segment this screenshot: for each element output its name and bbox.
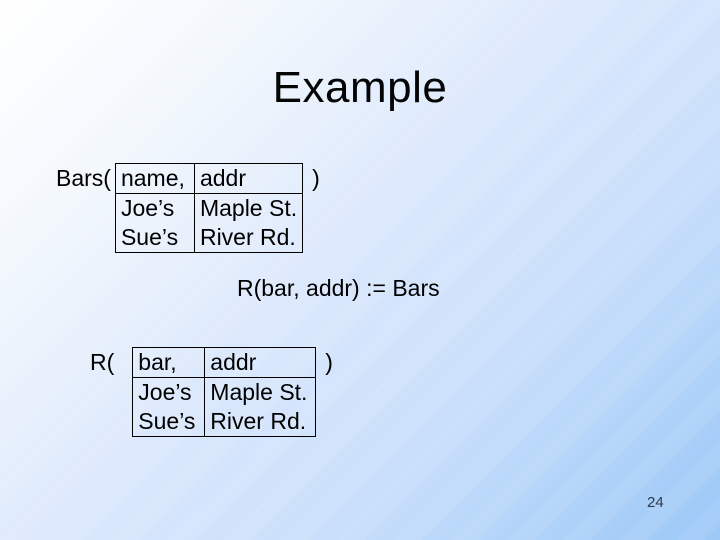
bars-header-name: name, [115,163,195,194]
r-relation-table: bar, addr Joe’s Maple St. Sue’s River Rd… [132,347,317,437]
page-number: 24 [647,494,664,511]
r-close-paren: ) [325,349,333,375]
table-cell: Maple St. [204,377,316,407]
slide-title: Example [272,63,448,112]
table-cell: Sue’s [138,408,196,434]
table-row: Sue’s River Rd. [115,223,303,253]
table-cell: Maple St. [193,193,303,223]
assignment-text: R(bar, addr) := Bars [237,275,440,301]
table-cell: River Rd. [193,223,303,253]
r-relation-label: R( [90,349,115,375]
bars-header-addr: addr [193,163,303,194]
table-row: Joe’s Maple St. [133,377,316,407]
r-header-addr: addr [204,347,316,378]
table-header-row: name, addr [115,163,303,194]
table-cell: River Rd. [204,407,316,437]
table-row: Sue’s River Rd. [133,407,316,437]
bars-close-paren: ) [312,165,320,191]
bars-relation-label: Bars( [56,165,111,191]
r-header-bar: bar, [132,347,205,378]
table-cell: Sue’s [120,224,179,250]
table-row: Joe’s Maple St. [115,193,303,223]
table-cell: Joe’s [138,379,192,405]
bars-relation-table: name, addr Joe’s Maple St. Sue’s River R… [114,163,304,253]
table-cell: Joe’s [120,195,175,221]
bars-relation-block: Bars( name, addr Joe’s Maple St. Sue’s R… [56,163,320,253]
table-header-row: bar, addr [132,347,316,378]
r-relation-block: R( bar, addr Joe’s Maple St. Sue’s River… [90,347,333,437]
